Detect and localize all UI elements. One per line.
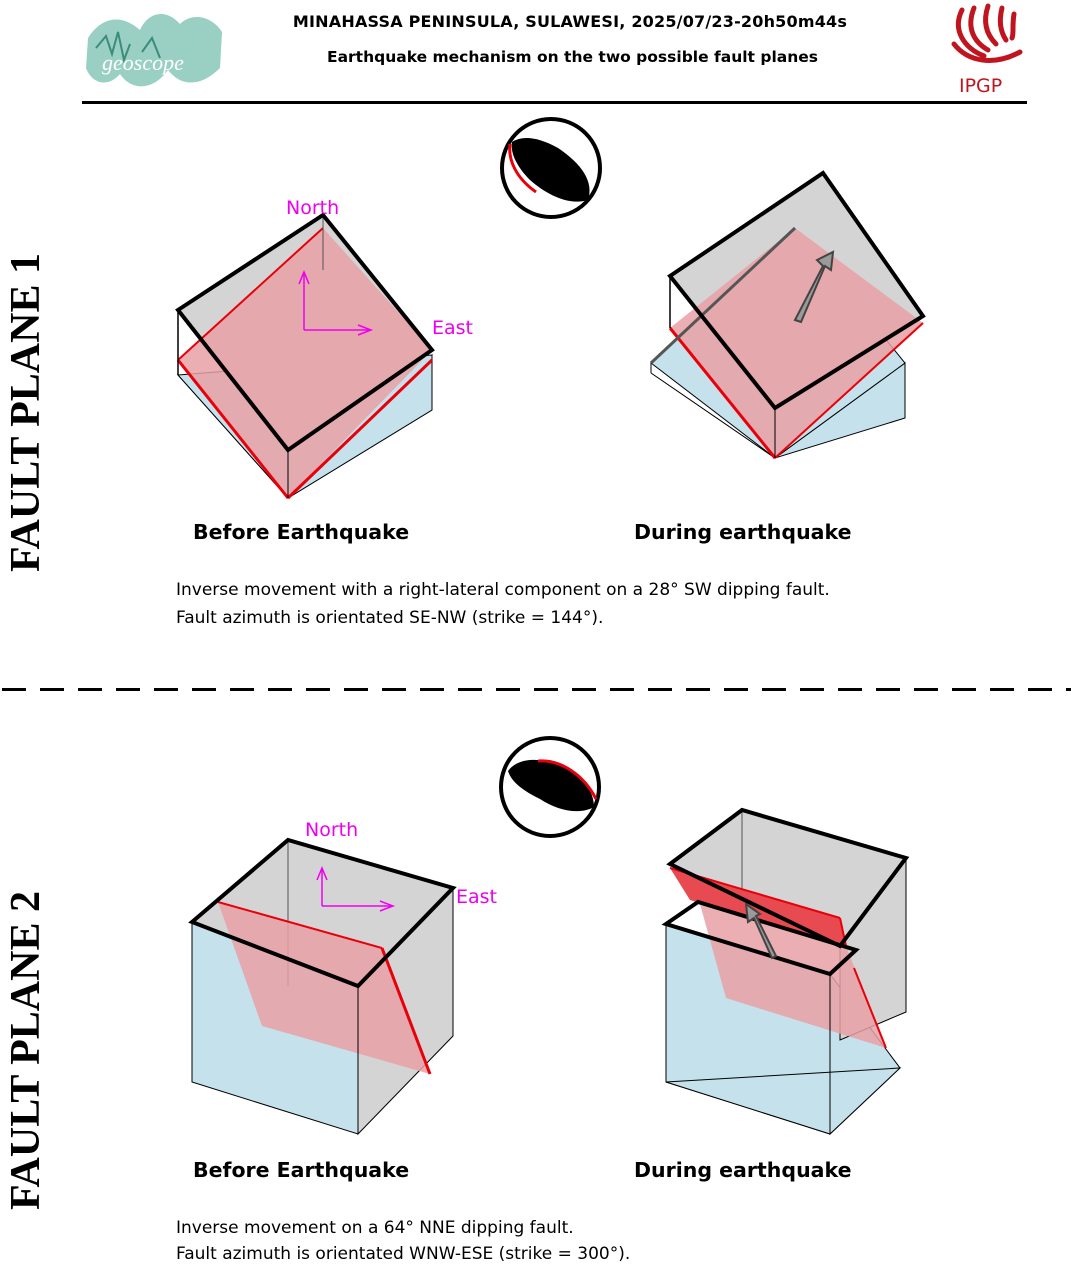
- block-before-plane-1: [175, 212, 435, 500]
- compass-plane-1: [298, 270, 374, 336]
- description-line2-plane-2: Fault azimuth is orientated WNW-ESE (str…: [176, 1244, 631, 1264]
- block-before-plane-2: [188, 837, 457, 1136]
- side-label-fault-plane-1: FAULT PLANE 1: [3, 253, 49, 572]
- header-divider: [82, 101, 1027, 104]
- before-label-plane-1: Before Earthquake: [193, 520, 410, 544]
- side-label-fault-plane-2: FAULT PLANE 2: [3, 891, 49, 1210]
- compass-plane-2: [316, 866, 396, 912]
- block-during-plane-2: [661, 807, 910, 1136]
- geoscope-logo-text: geoscope: [102, 50, 184, 75]
- during-label-plane-1: During earthquake: [634, 520, 852, 544]
- block-during-plane-1: [649, 170, 926, 459]
- beachball-plane-1: [500, 117, 602, 219]
- page-title: MINAHASSA PENINSULA, SULAWESI, 2025/07/2…: [292, 12, 848, 31]
- during-label-plane-2: During earthquake: [634, 1158, 852, 1182]
- ipgp-logo: IPGP: [948, 3, 1026, 98]
- east-label-plane-1: East: [432, 317, 473, 339]
- north-label-plane-2: North: [305, 819, 359, 841]
- description-line1-plane-2: Inverse movement on a 64° NNE dipping fa…: [176, 1218, 574, 1238]
- north-label-plane-1: North: [286, 197, 340, 219]
- beachball-plane-2: [499, 736, 601, 838]
- description-line2-plane-1: Fault azimuth is orientated SE-NW (strik…: [176, 608, 604, 628]
- east-label-plane-2: East: [456, 886, 497, 908]
- ipgp-logo-text: IPGP: [959, 75, 1002, 97]
- page-subtitle: Earthquake mechanism on the two possible…: [326, 48, 819, 66]
- panel-separator: [2, 688, 1071, 691]
- before-label-plane-2: Before Earthquake: [193, 1158, 410, 1182]
- geoscope-logo: geoscope: [82, 8, 224, 96]
- description-line1-plane-1: Inverse movement with a right-lateral co…: [176, 580, 830, 600]
